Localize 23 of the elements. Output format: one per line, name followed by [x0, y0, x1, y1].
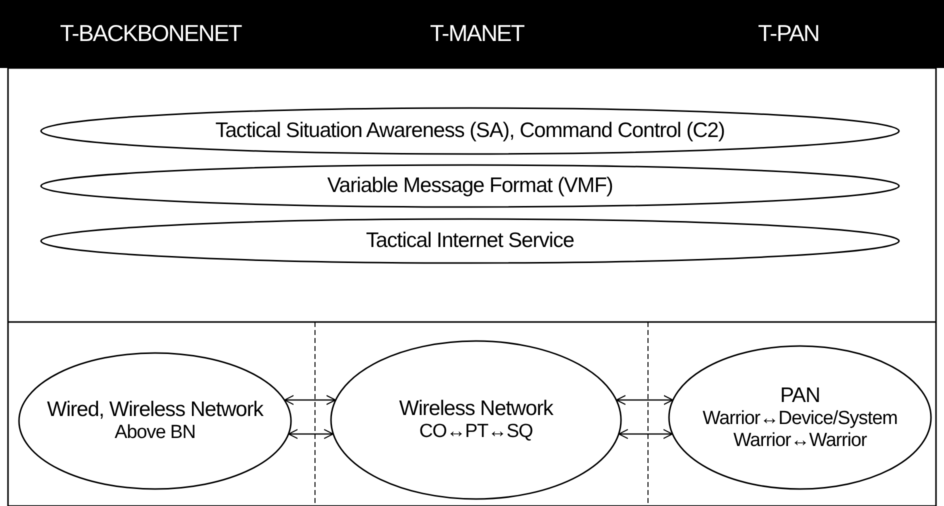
network-ellipse — [668, 345, 932, 490]
layer-label: Tactical Situation Awareness (SA), Command Control (C2) — [215, 118, 725, 144]
network-detail: Warrior↔Device/System — [702, 408, 898, 430]
layer-ellipse — [40, 107, 900, 155]
double-arrow — [288, 428, 334, 440]
network-title: PAN — [780, 384, 820, 408]
layer-label: Tactical Internet Service — [366, 228, 574, 254]
double-arrow — [618, 428, 673, 440]
network-detail: CO↔PT↔SQ — [419, 421, 533, 443]
column-heading: T-MANET — [430, 20, 524, 47]
network-title: Wired, Wireless Network — [46, 398, 264, 422]
double-arrow — [284, 394, 336, 406]
column-heading: T-PAN — [758, 20, 820, 47]
network-detail: Above BN — [114, 422, 196, 444]
network-ellipse — [330, 340, 622, 500]
layer-label: Variable Message Format (VMF) — [327, 174, 613, 198]
network-ellipse — [18, 352, 292, 490]
layer-ellipse — [40, 218, 900, 264]
double-arrow — [616, 394, 674, 406]
column-heading: T-BACKBONENET — [60, 20, 242, 47]
network-title: Wireless Network — [399, 397, 553, 422]
layer-ellipse — [40, 164, 900, 208]
network-detail: Warrior↔Warrior — [733, 430, 867, 452]
